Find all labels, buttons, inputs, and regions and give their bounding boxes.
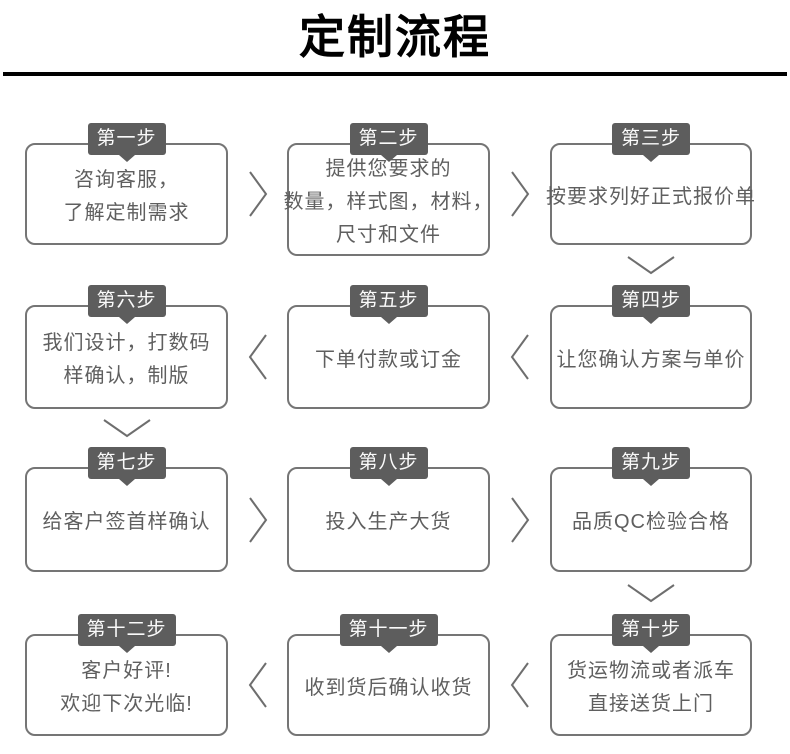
step-badge: 第九步 <box>611 447 691 486</box>
step-text-line: 让您确认方案与单价 <box>556 348 746 371</box>
step-card-12: 第十二步 客户好评! 欢迎下次光临! <box>25 614 228 736</box>
step-badge-label: 第八步 <box>358 452 419 473</box>
step-badge: 第二步 <box>349 123 428 162</box>
step-card-4: 第四步 让您确认方案与单价 <box>550 285 752 409</box>
step-badge: 第四步 <box>611 285 691 324</box>
arrow-down-icon <box>25 409 228 447</box>
arrow-right-icon <box>228 447 287 572</box>
arrow-left-icon <box>228 614 287 736</box>
arrow-right-icon <box>228 123 287 245</box>
step-text-line: 品质QC检验合格 <box>572 511 730 533</box>
arrow-left-icon <box>490 285 550 409</box>
step-badge-label: 第七步 <box>96 452 157 473</box>
step-badge-label: 第一步 <box>96 128 157 149</box>
step-text-line: 收到货后确认收货 <box>304 676 473 699</box>
step-box: 给客户签首样确认 <box>25 467 228 572</box>
step-badge-label: 第二步 <box>358 128 419 149</box>
flow-diagram: 第一步 咨询客服， 了解定制需求 第二步 提供您要求的 数量，样式图，材料， 尺… <box>25 123 755 736</box>
step-text-line: 我们设计，打数码 <box>42 332 211 354</box>
page-title: 定制流程 <box>299 11 491 63</box>
step-text-line: 提供您要求的 <box>325 158 452 180</box>
step-card-9: 第九步 品质QC检验合格 <box>550 447 752 572</box>
arrow-left-icon <box>228 285 287 409</box>
arrow-down-icon <box>550 245 752 285</box>
step-badge-label: 第六步 <box>96 290 157 311</box>
arrow-right-icon <box>490 123 550 245</box>
step-badge: 第七步 <box>87 447 166 486</box>
header: 定制流程 <box>0 0 790 76</box>
step-card-7: 第七步 给客户签首样确认 <box>25 447 228 572</box>
step-badge-label: 第十二步 <box>86 619 167 640</box>
step-card-3: 第三步 按要求列好正式报价单 <box>546 123 755 245</box>
step-badge: 第十一步 <box>339 614 438 653</box>
step-card-1: 第一步 咨询客服， 了解定制需求 <box>25 123 228 245</box>
arrow-right-icon <box>490 447 550 572</box>
step-text-line: 数量，样式图，材料， <box>283 191 494 213</box>
step-card-6: 第六步 我们设计，打数码 样确认，制版 <box>25 285 228 409</box>
step-badge-label: 第九步 <box>620 452 682 473</box>
step-card-11: 第十一步 收到货后确认收货 <box>287 614 490 736</box>
step-badge: 第五步 <box>349 285 428 324</box>
step-badge-label: 第十一步 <box>348 619 429 640</box>
step-text-line: 直接送货上门 <box>588 693 714 715</box>
step-card-8: 第八步 投入生产大货 <box>287 447 490 572</box>
step-text-line: 欢迎下次光临! <box>60 693 193 715</box>
step-badge: 第三步 <box>611 123 691 162</box>
step-text-line: 客户好评! <box>81 660 172 682</box>
step-text-line: 尺寸和文件 <box>336 224 441 246</box>
arrow-down-icon <box>550 572 752 614</box>
step-badge-label: 第五步 <box>358 290 419 311</box>
step-badge: 第八步 <box>349 447 428 486</box>
step-badge-label: 第四步 <box>620 290 682 311</box>
step-box: 下单付款或订金 <box>287 305 490 409</box>
step-text-line: 咨询客服， <box>74 169 179 191</box>
step-card-5: 第五步 下单付款或订金 <box>287 285 490 409</box>
step-text-line: 给客户签首样确认 <box>42 511 211 533</box>
step-badge: 第十步 <box>611 614 691 653</box>
step-badge-label: 第三步 <box>620 128 682 149</box>
step-badge-label: 第十步 <box>620 619 682 640</box>
arrow-left-icon <box>490 614 550 736</box>
step-text-line: 按要求列好正式报价单 <box>546 185 756 208</box>
step-text-line: 投入生产大货 <box>325 511 452 533</box>
step-text-line: 下单付款或订金 <box>315 348 462 371</box>
step-badge: 第六步 <box>87 285 166 324</box>
step-badge: 第十二步 <box>77 614 176 653</box>
step-card-2: 第二步 提供您要求的 数量，样式图，材料， 尺寸和文件 <box>284 123 493 256</box>
step-text-line: 样确认，制版 <box>63 365 190 387</box>
step-card-10: 第十步 货运物流或者派车 直接送货上门 <box>550 614 752 736</box>
step-box: 品质QC检验合格 <box>550 467 752 572</box>
step-text-line: 了解定制需求 <box>63 202 190 224</box>
step-text-line: 货运物流或者派车 <box>567 660 735 682</box>
step-badge: 第一步 <box>87 123 166 162</box>
title-divider <box>3 72 787 76</box>
